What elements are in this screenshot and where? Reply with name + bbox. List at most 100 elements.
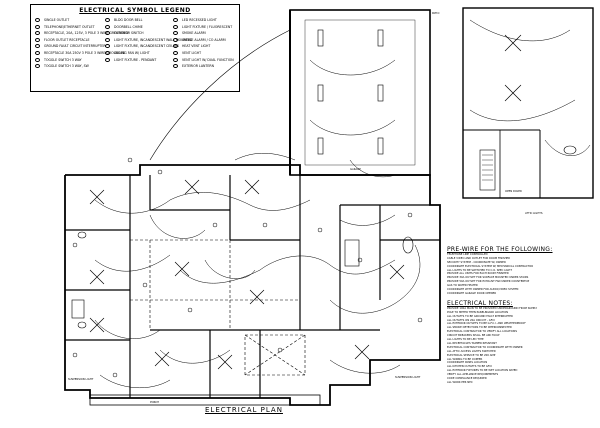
legend-item: GROUND FAULT CIRCUIT INTERRUPTER — [35, 43, 128, 50]
legend-item: RECEPTACLE 30A 250V 3 POLE 3 WIRE GROUND… — [35, 50, 128, 57]
note-item: ALL WORK PER NEC — [447, 381, 473, 384]
note-item: ALL OUTLETS TO BE GROUND FAULT INTERRUPT… — [447, 314, 513, 318]
pre-wire-item: GAS TO WATER HEATER — [447, 284, 478, 288]
note-item: ALL EXTERIOR OUTLETS TO BE G.F.C.I. AND … — [447, 322, 526, 326]
pre-wire-item: CABLE VIDEO AND OUTLET FOR ROOM FINISHED — [447, 256, 511, 260]
note-item: ELECTRICAL CONTRACTOR TO COORDINATE WITH… — [447, 345, 523, 349]
switch-icon — [35, 64, 40, 69]
pre-wire-item: COORDINATE GARAGE DOOR OPENER — [447, 291, 497, 295]
note-item: ALL RECEPTACLES TAMPER RESISTANT — [447, 341, 497, 345]
legend-item: LIGHT FIXTURE - PENDANT — [105, 57, 192, 64]
note-item: ALL WIRING TO BE COPPER — [447, 357, 483, 361]
legend-item: DOORBELL CHIME — [105, 24, 192, 31]
electrical-symbol-legend: ELECTRICAL SYMBOL LEGEND SINGLE OUTLET T… — [30, 4, 240, 92]
ceiling-fan-symbols — [89, 179, 405, 370]
outlet-icon — [35, 24, 40, 29]
pre-wire-item: TELEPHONE LINE CONTROLLED — [447, 252, 488, 256]
upper-floor-plan — [462, 7, 594, 199]
legend-item: LIGHT FIXTURE, INCANDESCENT WALL MOUNTED — [105, 37, 192, 44]
note-item: CODE COMPLIANCE REQUIRED — [447, 377, 487, 381]
legend-item: SMOKE ALARM / CO ALARM — [173, 37, 234, 44]
pre-wire-item: PROVIDE 50A OUTLET FOR EXHAUST FAN UNDER… — [447, 280, 530, 284]
pre-wire-item: COORDINATE ELECTRICAL SYSTEM W/ MECHANIC… — [447, 264, 533, 268]
legend-column-2: BLDG DOOR BELL DOORBELL CHIME EXTERIOR S… — [105, 17, 192, 63]
electrical-notes-list: PROVIDE 100A MAIN TO BE PROVIDED UNDERGR… — [447, 307, 597, 385]
plan-label: PORCH — [150, 401, 160, 404]
pre-wire-item: SECURITY SYSTEM - COORDINATE W/ OWNER — [447, 260, 506, 264]
pre-wire-item: ALL LIGHTS TO BE SWITCHED TO C.O. SPEC L… — [447, 268, 512, 272]
legend-item: CEILING FAN W/ LIGHT — [105, 50, 192, 57]
plan-label: ATTIC LIGHTS — [525, 212, 543, 215]
legend-item: LIGHT FIXTURE, INCANDESCENT CEILING — [105, 43, 192, 50]
plan-label: SUSPENSION LIGHT — [68, 378, 94, 381]
pre-wire-item: PROVIDE 30A OUTLET FOR SURFACE MOUNTED U… — [447, 276, 529, 280]
outlet-icon — [35, 31, 40, 36]
notes-block: PRE-WIRE FOR THE FOLLOWING: TELEPHONE LI… — [447, 246, 597, 391]
bell-icon — [105, 18, 110, 22]
lantern-icon — [173, 64, 178, 69]
legend-title: ELECTRICAL SYMBOL LEGEND — [79, 7, 191, 14]
recessed-light-icon — [173, 18, 178, 22]
note-item: CIRCUIT BREAKERS SHALL BE ARC FAULT — [447, 334, 500, 338]
ceiling-light-icon — [105, 44, 110, 49]
pre-wire-list: TELEPHONE LINE CONTROLLED CABLE VIDEO AN… — [447, 253, 597, 296]
plan-label: OPEN DOWN — [505, 190, 522, 193]
note-item: ELECTRICAL CONTRACTOR TO VERIFY ALL LOCA… — [447, 330, 517, 334]
outlet-icon — [35, 50, 40, 55]
smoke-alarm-icon — [173, 31, 178, 36]
ceiling-fan-icon — [105, 50, 110, 55]
co-alarm-icon — [173, 37, 178, 42]
pre-wire-item: PROVIDE ALL UNITS FOR EACH ROOM FINISHED — [447, 272, 509, 276]
legend-column-1: SINGLE OUTLET TELEPHONE/ETHERNET OUTLET … — [35, 17, 128, 70]
note-item: ALL SMOKE DETECTORS TO BE INTERCONNECTED — [447, 326, 512, 330]
legend-item: VENT LIGHT — [173, 50, 234, 57]
note-item: ALL KITCHEN OUTLETS TO BE GFCI — [447, 365, 492, 369]
note-item: PROVIDE 100A MAIN TO BE PROVIDED UNDERGR… — [447, 306, 538, 310]
legend-item: LED RECESSED LIGHT — [173, 17, 234, 24]
note-item: POLE TO METER THEN PANELBOARD LOCATION — [447, 310, 509, 314]
legend-item: EXTERIOR SWITCH — [105, 30, 192, 37]
legend-item: SMOKE ALARM — [173, 30, 234, 37]
note-item: COORDINATE PANEL LOCATION — [447, 361, 488, 365]
legend-item: RECEPTACLE, 20A, 125V, 3 POLE 3 WIRE GRO… — [35, 30, 128, 37]
switch-icon — [35, 57, 40, 62]
outlet-icon — [35, 18, 40, 22]
legend-item: EXTERIOR LANTERN — [173, 63, 234, 70]
switch-icon — [105, 31, 110, 36]
legend-item: BLDG DOOR BELL — [105, 17, 192, 24]
garage-walls — [289, 9, 431, 176]
legend-item: TELEPHONE/ETHERNET OUTLET — [35, 24, 128, 31]
pendant-icon — [105, 57, 110, 62]
plan-label: PATIO — [432, 12, 440, 15]
legend-item: TOGGLE SWITCH 3 WAY — [35, 57, 128, 64]
legend-item: TOGGLE SWITCH 3 WAY, SW — [35, 63, 128, 70]
outlet-icon — [35, 44, 40, 49]
vent-light-icon — [173, 57, 178, 62]
legend-item: FLOOR OUTLET RECEPTACLE — [35, 37, 128, 44]
plan-label: SUSPENSION LIGHT — [395, 376, 421, 379]
heat-vent-icon — [173, 44, 178, 49]
legend-item: LIGHT FIXTURE / FLUORESCENT — [173, 24, 234, 31]
note-item: VERIFY ALL APPLIANCE REQUIREMENTS — [447, 373, 499, 377]
legend-column-3: LED RECESSED LIGHT LIGHT FIXTURE / FLUOR… — [173, 17, 234, 70]
plan-title: ELECTRICAL PLAN — [205, 406, 283, 414]
note-item: ALL OUTLETS ON 20A CIRCUIT - GFCI — [447, 318, 495, 322]
note-item: ALL LIGHTS TO BE LED TYPE — [447, 338, 484, 342]
vent-light-icon — [173, 50, 178, 55]
wall-light-icon — [105, 37, 110, 42]
legend-item: SINGLE OUTLET — [35, 17, 128, 24]
note-item: ALL EXTERIOR FIXTURES TO BE WET LOCATION… — [447, 369, 518, 373]
note-item: ELECTRICAL SERVICE TO BE 200 AMP — [447, 353, 496, 357]
outlet-icon — [35, 37, 40, 42]
legend-item: HEAT VENT LIGHT — [173, 43, 234, 50]
chime-icon — [105, 24, 110, 29]
pre-wire-item: COORDINATE WITH OWNER FOR AUDIO/VIDEO SY… — [447, 288, 519, 292]
plan-label: GARAGE — [350, 168, 361, 171]
electrical-notes-title: ELECTRICAL NOTES: — [447, 299, 513, 307]
note-item: ALL ATTIC ACCESS LIGHTS SWITCHED — [447, 349, 496, 353]
pre-wire-title: PRE-WIRE FOR THE FOLLOWING: — [447, 246, 553, 253]
legend-item: VENT LIGHT W/ DUAL FUNCTION — [173, 57, 234, 64]
fluorescent-icon — [173, 24, 178, 29]
